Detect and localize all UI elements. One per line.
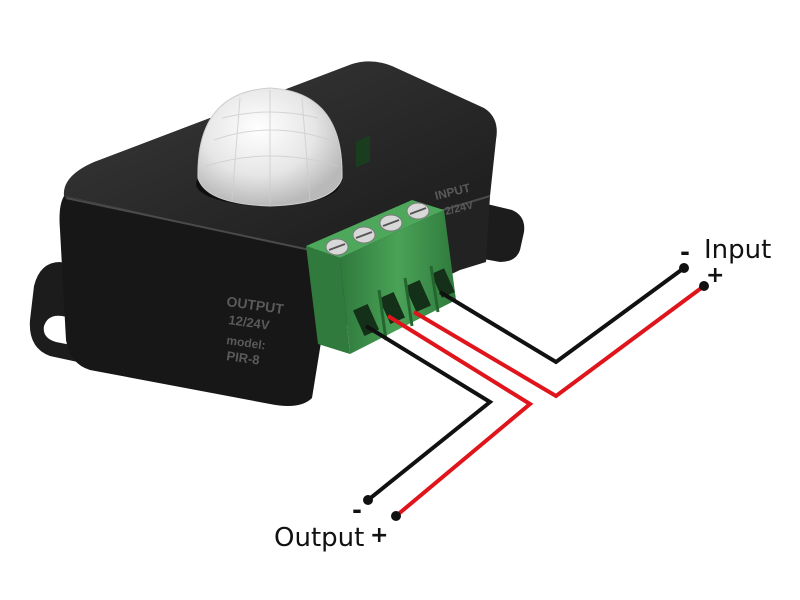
pir-lens-dome (196, 87, 343, 207)
wire-input-negative (438, 266, 686, 365)
input-minus-sign: - (680, 238, 690, 266)
wire-terminals (363, 263, 709, 521)
housing-model-name: PIR-8 (226, 348, 261, 367)
housing-voltage-text: 12/24V (228, 312, 271, 333)
housing-output-text: OUTPUT (226, 293, 286, 317)
input-label-group: Input - + (680, 235, 771, 288)
output-minus-sign: - (352, 496, 362, 524)
wire-output-negative (364, 324, 494, 502)
input-negative-dot (679, 263, 689, 273)
wiring (364, 266, 706, 518)
wire-input-positive (412, 284, 706, 399)
input-label: Input (704, 235, 771, 265)
terminal-block (306, 135, 456, 354)
output-label: Output (274, 523, 364, 553)
housing-model-caption: model: (226, 333, 267, 352)
input-plus-sign: + (706, 263, 724, 288)
terminal-screws (325, 202, 430, 256)
wire-output-positive (386, 314, 534, 518)
output-negative-dot (363, 495, 373, 505)
output-label-group: Output - + (274, 496, 388, 553)
input-positive-dot (699, 281, 709, 291)
output-positive-dot (391, 511, 401, 521)
output-plus-sign: + (370, 523, 388, 548)
